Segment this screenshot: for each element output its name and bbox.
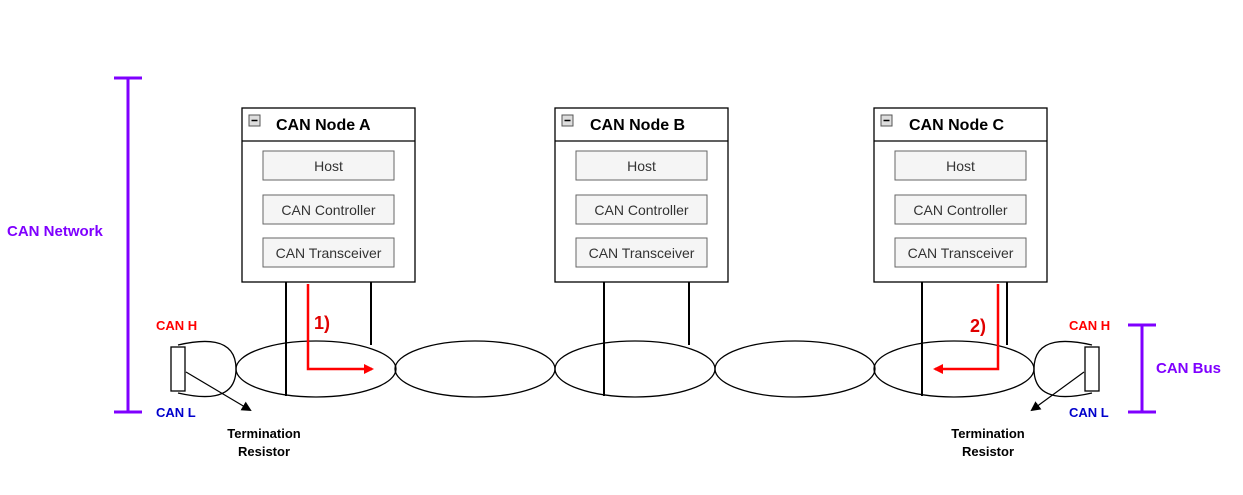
- can-network-label: CAN Network: [7, 223, 104, 240]
- host-box: Host: [314, 158, 343, 174]
- right-termination-label-line2: Resistor: [962, 444, 1014, 459]
- can-bus-bracket: [1128, 323, 1156, 414]
- can-bus-label: CAN Bus: [1156, 360, 1221, 377]
- right-can-l-label: CAN L: [1069, 405, 1109, 420]
- left-termination-label-line2: Resistor: [238, 444, 290, 459]
- left-can-l-label: CAN L: [156, 405, 196, 420]
- host-box: Host: [946, 158, 975, 174]
- can-controller-box: CAN Controller: [281, 202, 375, 218]
- can-transceiver-box: CAN Transceiver: [908, 245, 1014, 261]
- step2-label: 2): [970, 316, 986, 336]
- can-transceiver-box: CAN Transceiver: [589, 245, 695, 261]
- node-title: CAN Node A: [276, 117, 371, 134]
- node-title: CAN Node C: [909, 117, 1005, 134]
- host-box: Host: [627, 158, 656, 174]
- right-can-h-label: CAN H: [1069, 318, 1110, 333]
- step1-signal-arrow: [306, 284, 374, 374]
- left-termination-resistor: [170, 346, 186, 392]
- node-bus-connections: [285, 282, 1008, 396]
- left-termination-label-line1: Termination: [227, 426, 300, 441]
- right-termination-label-line1: Termination: [951, 426, 1024, 441]
- collapse-icon[interactable]: [561, 114, 574, 127]
- node-title: CAN Node B: [590, 117, 685, 134]
- can-controller-box: CAN Controller: [594, 202, 688, 218]
- can-network-bracket: [114, 76, 142, 414]
- can-node-a: CAN Node A Host CAN Controller CAN Trans…: [241, 107, 416, 283]
- step2-signal-arrow: [933, 284, 1000, 374]
- can-controller-box: CAN Controller: [913, 202, 1007, 218]
- twisted-pair-bus: [177, 340, 1093, 398]
- step1-label: 1): [314, 313, 330, 333]
- right-termination-resistor: [1084, 346, 1100, 392]
- left-can-h-label: CAN H: [156, 318, 197, 333]
- can-transceiver-box: CAN Transceiver: [276, 245, 382, 261]
- left-resistor-arrow: [185, 371, 252, 412]
- right-resistor-arrow: [1030, 371, 1085, 412]
- can-node-c: CAN Node C Host CAN Controller CAN Trans…: [873, 107, 1048, 283]
- collapse-icon[interactable]: [248, 114, 261, 127]
- collapse-icon[interactable]: [880, 114, 893, 127]
- can-node-b: CAN Node B Host CAN Controller CAN Trans…: [554, 107, 729, 283]
